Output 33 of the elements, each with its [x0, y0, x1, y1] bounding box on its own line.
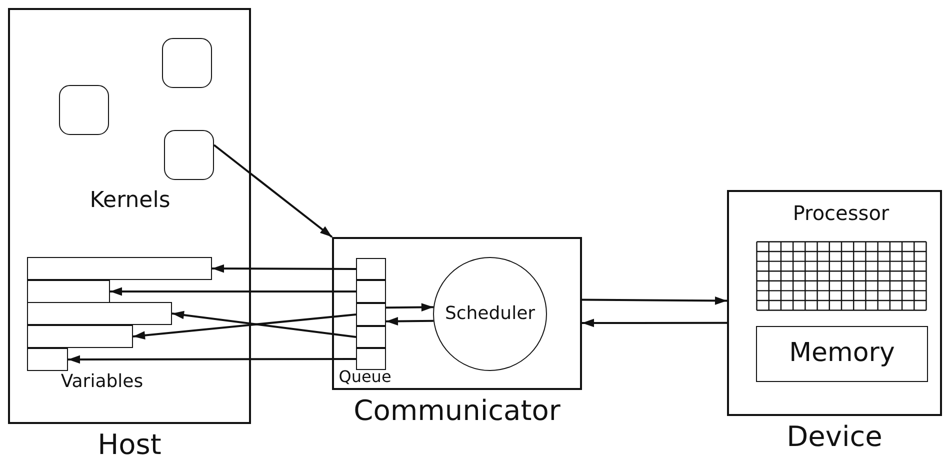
kernel-box	[59, 85, 109, 135]
arrow	[386, 317, 434, 326]
arrow	[68, 355, 356, 364]
device-label: Device	[786, 422, 884, 453]
variable-bar	[27, 280, 110, 303]
queue-label: Queue	[338, 368, 392, 386]
variable-bar	[27, 302, 172, 325]
queue-slot	[356, 348, 386, 370]
scheduler-label: Scheduler	[444, 304, 536, 324]
variable-bar	[27, 257, 212, 280]
variables-label: Variables	[60, 372, 144, 392]
communicator-label: Communicator	[352, 396, 562, 427]
variable-bar	[27, 325, 133, 348]
arrow	[582, 318, 727, 328]
arrow	[212, 264, 356, 273]
processor-label: Processor	[792, 202, 890, 224]
memory-label: Memory	[788, 339, 896, 368]
queue-slot	[356, 326, 386, 348]
variable-bar	[27, 348, 68, 371]
arrow	[110, 287, 356, 296]
queue-slot	[356, 280, 386, 303]
arrow	[172, 310, 356, 338]
arrow	[386, 303, 434, 312]
arrow	[582, 296, 727, 305]
arrow	[132, 314, 356, 340]
host-label: Host	[96, 430, 162, 461]
memory-box	[756, 326, 928, 382]
queue-slot	[356, 303, 386, 326]
arrow	[213, 144, 333, 238]
kernel-box	[162, 38, 212, 88]
kernels-label: Kernels	[88, 189, 172, 214]
kernel-box	[164, 130, 214, 180]
queue-slot	[356, 258, 386, 280]
